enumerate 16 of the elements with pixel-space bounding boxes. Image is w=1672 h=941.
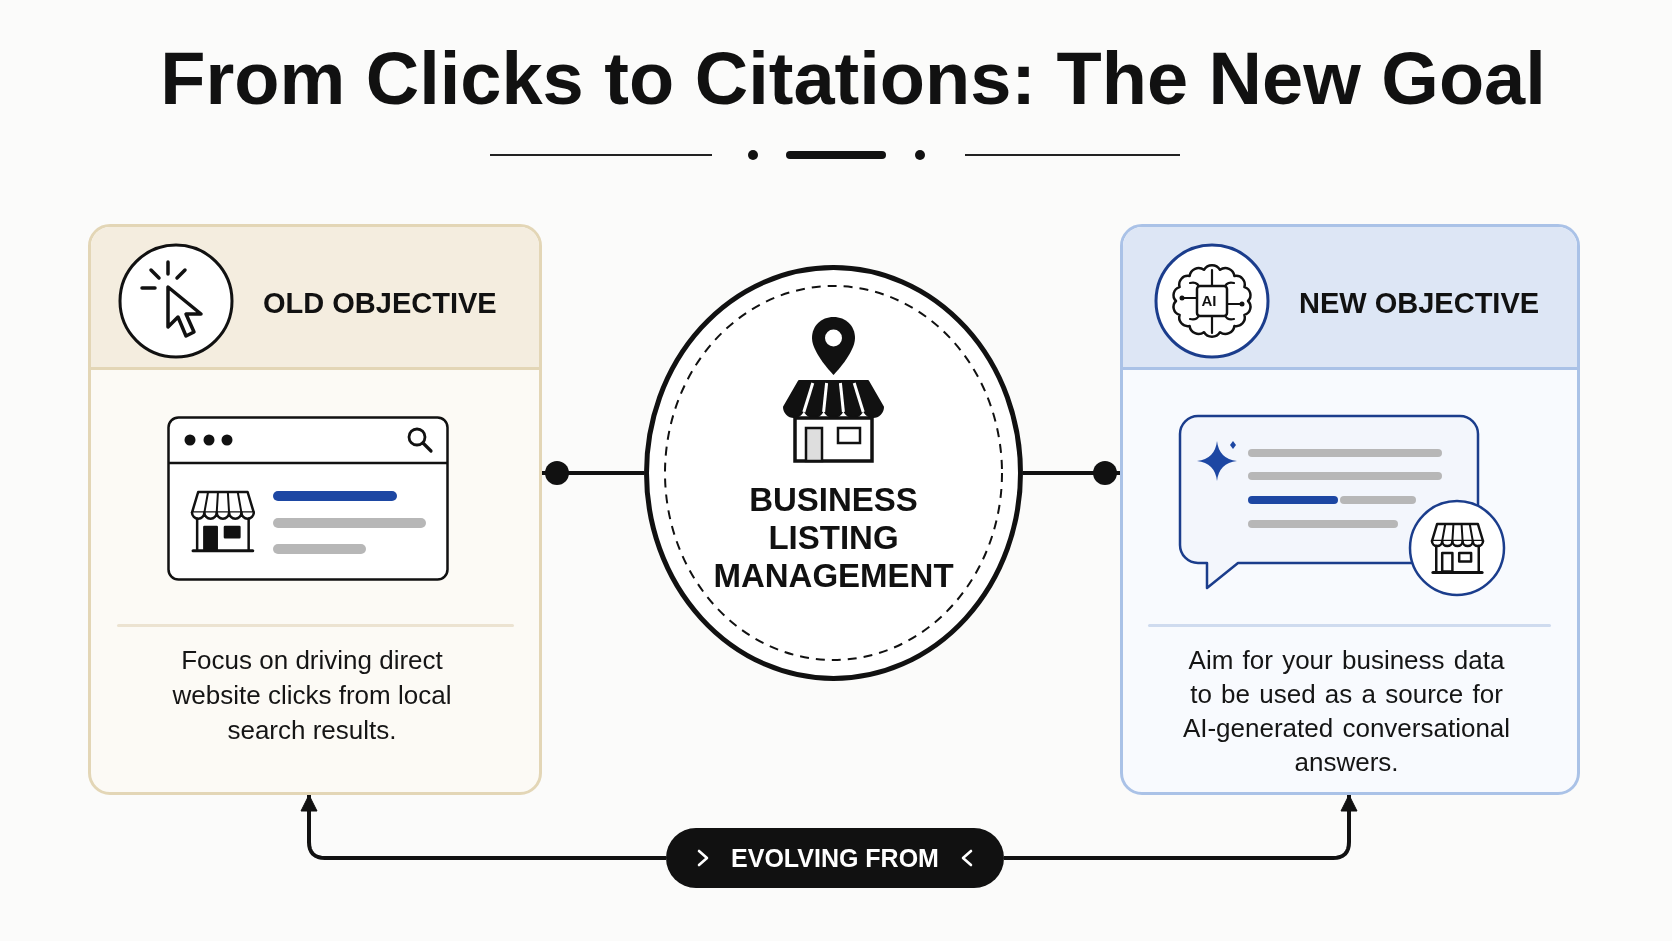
hub-circle — [644, 265, 1023, 681]
arrow — [1004, 794, 1358, 860]
connector-line — [542, 461, 644, 485]
card-heading: NEW OBJECTIVE — [1299, 286, 1540, 320]
card-description: Aim for your business data to be used as a source for AI-generated conversational answers. — [1181, 644, 1512, 779]
card-heading: OLD OBJECTIVE — [263, 286, 497, 320]
connector-line — [1023, 461, 1120, 485]
objective-card — [88, 224, 542, 795]
tag-pill — [666, 828, 1004, 888]
arrow — [300, 794, 666, 860]
diagram-title: From Clicks to Citations: The New Goal — [160, 37, 1546, 121]
pill-label: EVOLVING FROM — [731, 843, 939, 873]
chip-label: AI — [1200, 291, 1218, 311]
card-description: Focus on driving direct website clicks from local search results. — [171, 644, 453, 747]
objective-card — [1120, 224, 1580, 795]
hub-label: BUSINESS LISTING MANAGEMENT — [712, 481, 955, 595]
